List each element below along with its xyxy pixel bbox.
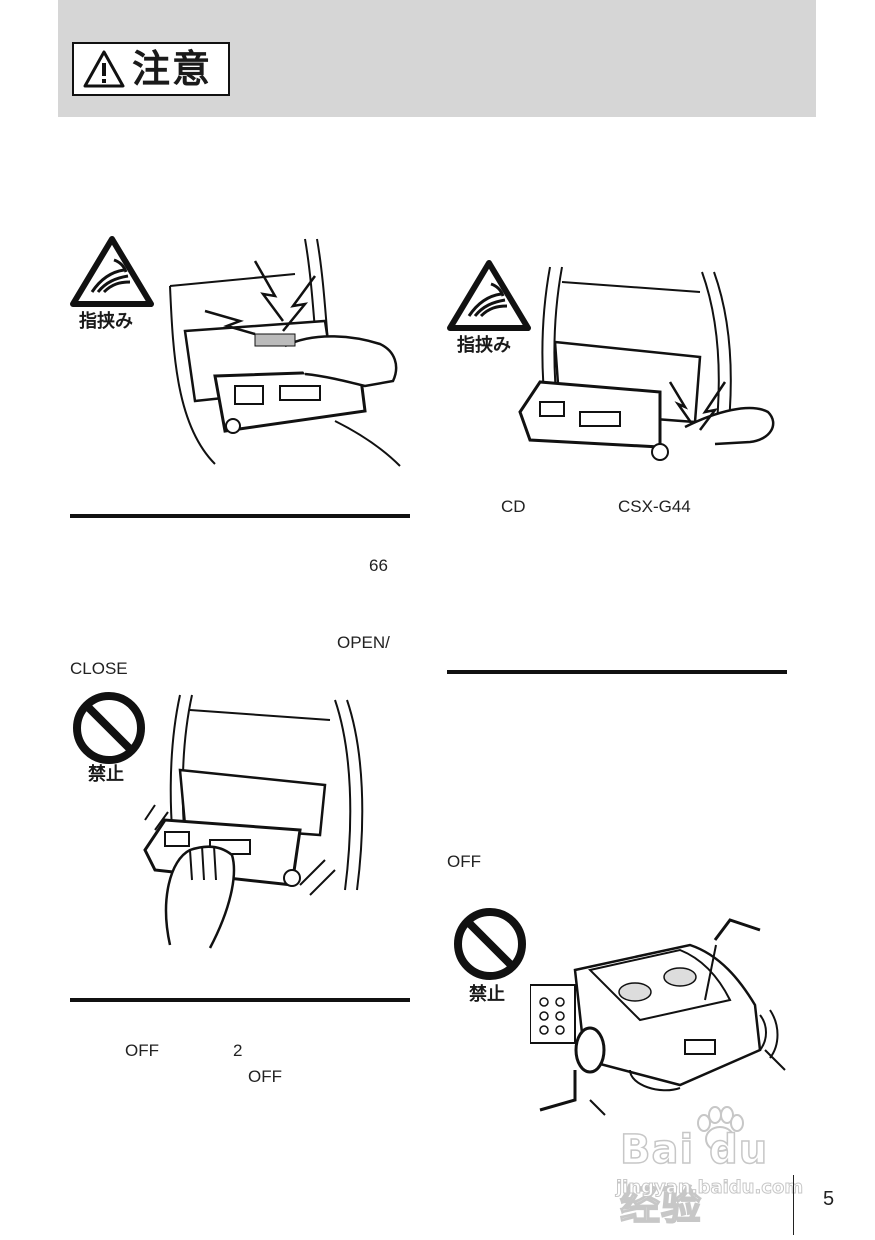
prohibit-label-2: 禁止 [469,984,505,1005]
warning-triangle-icon [83,50,125,88]
illustration-hand-pushing-panel [143,694,364,949]
pinch-warning-icon [70,236,154,307]
pinch-warning-icon-2 [447,260,531,331]
illustration-panel-pinch [169,238,401,467]
model-label: CSX-G44 [618,497,691,516]
page-reference: 66 [369,556,388,575]
paw-logo-icon [697,1106,744,1152]
section-divider-2 [447,670,787,674]
count-label: 2 [233,1041,243,1060]
prohibit-icon [73,692,145,764]
off-label-right: OFF [447,852,481,871]
caution-title: 注意 [132,47,213,91]
off-label-left-1: OFF [125,1041,159,1060]
watermark-url: jingyan.baidu.com [615,1177,804,1199]
pinch-label: 指挟み [79,311,133,332]
open-close-label-2: CLOSE [70,659,128,678]
pinch-label-2: 指挟み [457,335,511,356]
off-label-left-2: OFF [248,1067,282,1086]
prohibit-icon-2 [454,908,526,980]
prohibit-label: 禁止 [88,764,124,785]
illustration-car-loud-audio [530,918,786,1116]
open-close-label: OPEN/ [337,633,390,652]
baidu-watermark: Bai du 经验 jingyan.baidu.com [612,1105,822,1230]
section-divider-1 [70,514,410,518]
caution-heading: 注意 [72,42,230,96]
watermark-brand: Bai du 经验 [619,1126,769,1230]
cd-label: CD [501,497,526,516]
page-number-rule [793,1175,794,1235]
section-divider-3 [70,998,410,1002]
illustration-tilted-panel [518,266,775,461]
page-number: 5 [823,1188,835,1210]
